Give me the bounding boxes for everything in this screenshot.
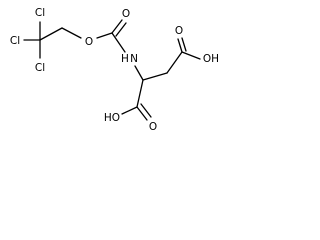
bond-ch2-o xyxy=(61,27,82,39)
atom-ho-acid: HO xyxy=(104,112,120,124)
atom-cl-top: Cl xyxy=(35,7,45,19)
bond-alpha-c-ch2 xyxy=(142,72,168,81)
atom-o-carbonyl: O xyxy=(122,8,130,20)
bond-acid-double-a xyxy=(136,106,148,121)
bond-carbonyl-double-a xyxy=(111,19,123,34)
atom-labels: Cl Cl Cl O O H N O OH HO O xyxy=(10,7,219,133)
atom-h-amide: H xyxy=(121,53,129,65)
bond-side-double-b xyxy=(181,37,187,52)
atom-cl-left: Cl xyxy=(10,35,20,47)
bond-ccl3-ch2 xyxy=(39,27,63,41)
bond-carbonyl-double-b xyxy=(115,22,127,37)
bond-acid-double-b xyxy=(140,103,152,118)
bonds xyxy=(23,19,201,121)
bond-side-c-oh xyxy=(181,51,201,60)
bond-carbonyl-c-n xyxy=(111,32,126,53)
atom-cl-bottom: Cl xyxy=(35,62,45,74)
bond-n-alpha-c xyxy=(134,65,144,81)
atom-o-side-carbonyl: O xyxy=(175,25,183,37)
atom-o-acid-carbonyl: O xyxy=(149,121,157,133)
bond-o-carbonyl-c xyxy=(96,32,113,39)
chemical-structure-diagram: Cl Cl Cl O O H N O OH HO O xyxy=(10,7,219,133)
atom-oh-side-chain: OH xyxy=(203,53,219,65)
bond-alpha-c-acid-c xyxy=(136,79,144,108)
bond-ch2-side-c xyxy=(166,51,183,74)
bond-acid-c-ho xyxy=(121,106,138,115)
bond-side-double-a xyxy=(177,38,183,53)
atom-n-amide: N xyxy=(130,53,138,65)
atom-o-ester: O xyxy=(85,36,93,48)
